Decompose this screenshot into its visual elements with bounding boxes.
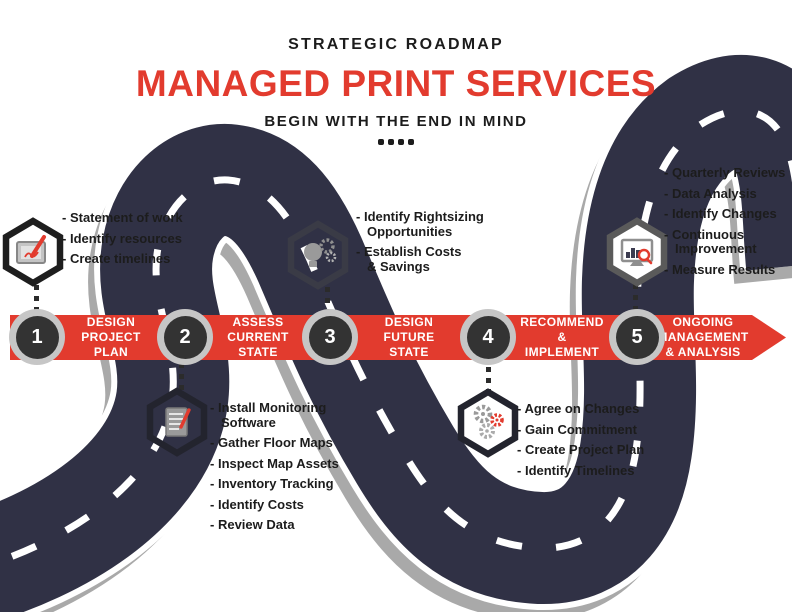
- list-item: Establish Costs & Savings: [356, 244, 516, 274]
- subtitle-text: BEGIN WITH THE END IN MIND: [264, 113, 528, 130]
- list-item: Agree on Changes: [517, 401, 687, 417]
- stage-4-connector: [486, 367, 491, 394]
- list-item: Inventory Tracking: [210, 477, 340, 492]
- stage-4-details: Agree on ChangesGain CommitmentCreate Pr…: [517, 401, 687, 484]
- list-item: Continuous Improvement: [664, 227, 792, 257]
- stage-1-number: 1: [15, 315, 59, 359]
- stage-2-details: Install Monitoring SoftwareGather Floor …: [210, 400, 340, 539]
- ellipsis-dots: [0, 139, 792, 145]
- list-item: Quarterly Reviews: [664, 165, 792, 181]
- list-item: Create Project Plan: [517, 443, 687, 458]
- stage-3-connector: [325, 287, 330, 315]
- stage-1-connector: [34, 285, 39, 315]
- sketch-pad-icon: [2, 217, 64, 287]
- gears-icon: [457, 388, 519, 458]
- stage-3-details: Identify Rightsizing OpportunitiesEstabl…: [356, 209, 516, 280]
- list-item: Statement of work: [62, 210, 202, 226]
- kicker-text: STRATEGIC ROADMAP: [288, 36, 504, 53]
- stage-5-connector: [633, 284, 638, 314]
- list-item: Identify resources: [62, 231, 202, 247]
- chart-magnifier-icon: [606, 217, 668, 287]
- stage-4-marker: 4: [460, 309, 516, 365]
- stage-5-number: 5: [615, 315, 659, 359]
- stage-5-label: ONGOING MANAGEMENT & ANALYSIS: [657, 315, 749, 359]
- list-item: Gain Commitment: [517, 422, 687, 438]
- stage-2-number: 2: [163, 315, 207, 359]
- stage-2-label: ASSESS CURRENT STATE: [227, 315, 289, 359]
- stage-3-marker: 3: [302, 309, 358, 365]
- stage-4-number: 4: [466, 315, 510, 359]
- list-item: Identify Rightsizing Opportunities: [356, 209, 516, 239]
- list-item: Identify Costs: [210, 497, 340, 513]
- stage-1-label: DESIGN PROJECT PLAN: [81, 315, 141, 359]
- stage-5-marker: 5: [609, 309, 665, 365]
- list-item: Identify Changes: [664, 207, 792, 222]
- stage-4-label: RECOMMEND & IMPLEMENT: [520, 315, 604, 359]
- list-item: Review Data: [210, 518, 340, 533]
- stage-2-marker: 2: [157, 309, 213, 365]
- stage-1-marker: 1: [9, 309, 65, 365]
- header: STRATEGIC ROADMAP MANAGED PRINT SERVICES…: [0, 36, 792, 145]
- list-item: Inspect Map Assets: [210, 456, 340, 472]
- stage-3-number: 3: [308, 315, 352, 359]
- stage-2-connector: [179, 363, 184, 390]
- list-item: Identify Timelines: [517, 463, 687, 479]
- idea-bulb-gears-icon: [287, 220, 349, 290]
- stage-5-details: Quarterly ReviewsData AnalysisIdentify C…: [664, 165, 792, 283]
- list-item: Create timelines: [62, 252, 202, 267]
- page-title: MANAGED PRINT SERVICES: [135, 63, 657, 104]
- stage-1-details: Statement of workIdentify resourcesCreat…: [62, 210, 202, 273]
- list-item: Gather Floor Maps: [210, 436, 340, 451]
- list-item: Data Analysis: [664, 186, 792, 202]
- checklist-pen-icon: [146, 387, 208, 457]
- stage-3-label: DESIGN FUTURE STATE: [383, 315, 435, 359]
- list-item: Install Monitoring Software: [210, 400, 340, 430]
- list-item: Measure Results: [664, 262, 792, 278]
